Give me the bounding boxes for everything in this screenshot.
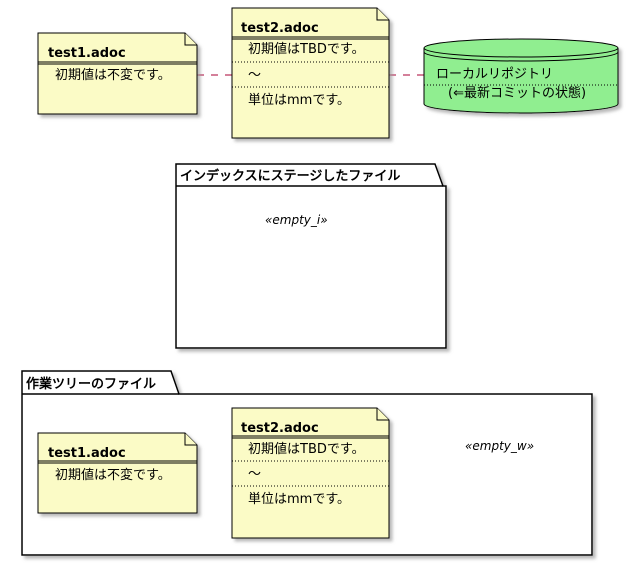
worktree-package-stereotype: «empty_w» — [465, 439, 534, 453]
note-test2-top-line2: 〜 — [248, 68, 261, 83]
repository-label-line2: (⇐最新コミットの状態) — [448, 85, 586, 101]
index-package — [175, 163, 447, 349]
note-test1-worktree — [37, 432, 198, 514]
note-test1-top-line1: 初期値は不変です。 — [55, 67, 171, 83]
index-package-stereotype: «empty_i» — [265, 213, 328, 227]
note-test1-top — [37, 32, 198, 115]
note-test2-worktree — [231, 407, 390, 539]
note-test2-worktree-line3: 単位はmmです。 — [248, 491, 350, 507]
note-test2-worktree-line1: 初期値はTBDです。 — [248, 441, 365, 457]
index-package-title: インデックスにステージしたファイル — [180, 168, 400, 184]
repository-label-line1: ローカルリポジトリ — [436, 67, 553, 82]
note-test2-top — [231, 7, 390, 139]
note-test2-worktree-line2: 〜 — [248, 467, 261, 482]
note-test2-top-line1: 初期値はTBDです。 — [248, 41, 365, 57]
note-test1-top-title: test1.adoc — [48, 46, 126, 61]
note-test2-top-line3: 単位はmmです。 — [248, 92, 350, 108]
note-test1-worktree-line1: 初期値は不変です。 — [55, 467, 171, 483]
note-test1-worktree-title: test1.adoc — [48, 446, 126, 461]
note-test2-top-title: test2.adoc — [241, 21, 319, 36]
worktree-package-title: 作業ツリーのファイル — [26, 376, 156, 392]
note-test2-worktree-title: test2.adoc — [241, 421, 319, 436]
repository-database — [423, 38, 619, 114]
